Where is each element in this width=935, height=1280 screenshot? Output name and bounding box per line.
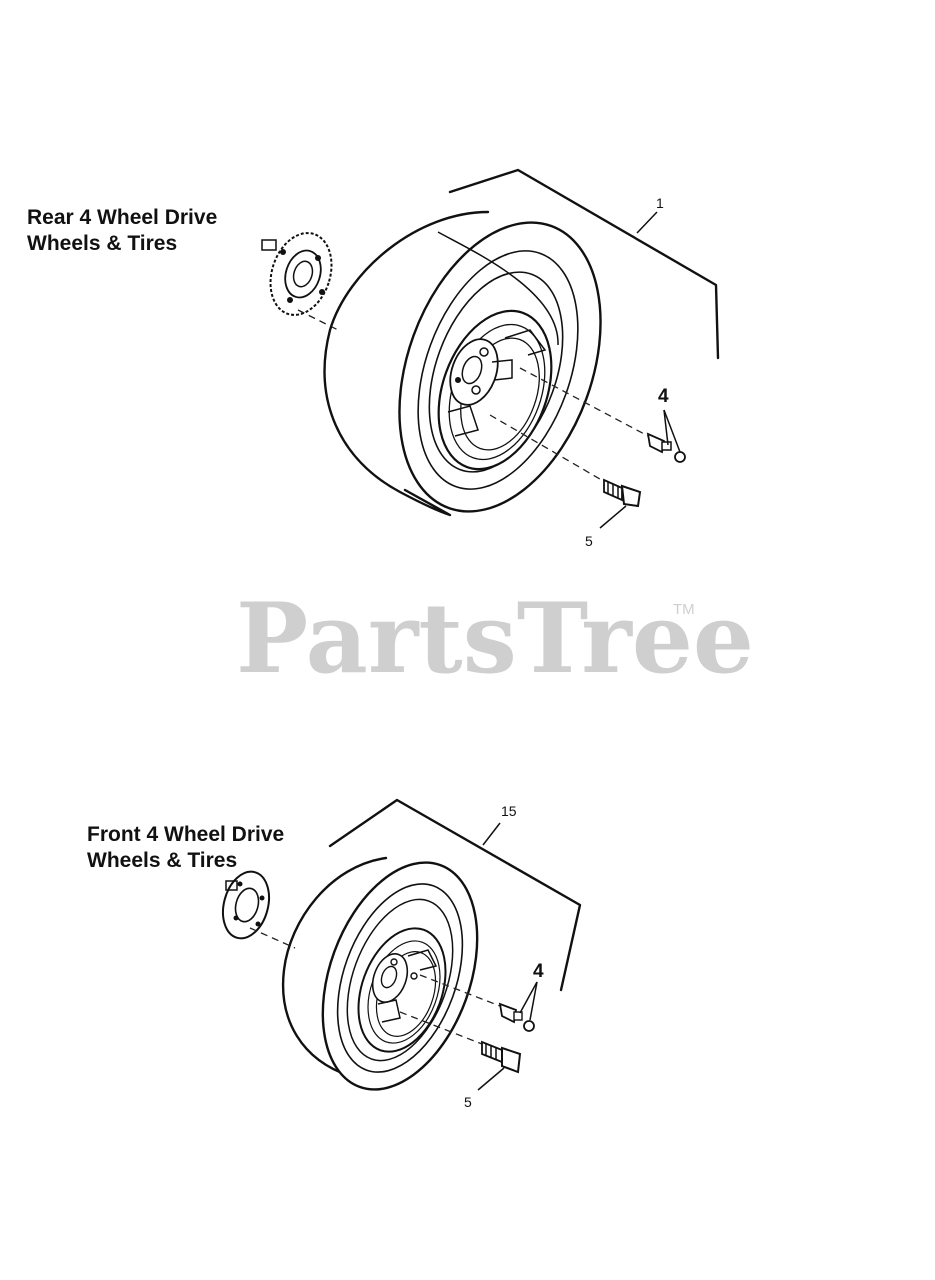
rear-title-line-1: Rear 4 Wheel Drive — [27, 206, 218, 229]
rear-bolt-leader — [599, 505, 627, 529]
rear-lug-bolt — [603, 478, 642, 508]
rear-title-line-2: Wheels & Tires — [27, 232, 178, 255]
rear-section-title: Rear 4 Wheel Drive Wheels & Tires — [27, 205, 217, 257]
front-section-title: Front 4 Wheel Drive Wheels & Tires — [87, 822, 284, 874]
front-title-line-2: Wheels & Tires — [87, 849, 238, 872]
front-assembly-leader — [482, 822, 501, 846]
rear-bolt-axis-line — [489, 414, 606, 483]
watermark-trademark: TM — [673, 601, 695, 618]
front-wheel-assembly: 15 — [221, 798, 582, 1110]
rear-valve-axis-line — [519, 367, 649, 437]
rear-valve-leader-b — [663, 409, 681, 453]
rear-callout-5: 5 — [585, 533, 593, 549]
rear-callout-1: 1 — [656, 195, 664, 211]
front-hub-axis-line — [249, 927, 296, 949]
front-hub — [221, 870, 271, 940]
front-bolt-leader — [477, 1067, 505, 1091]
rear-valve-leader-a — [663, 409, 669, 446]
front-assembly-bracket — [328, 798, 582, 992]
rear-assembly-leader — [636, 211, 658, 234]
rear-callout-4: 4 — [658, 386, 669, 407]
rear-hub — [261, 232, 333, 316]
rear-wheel-assembly: 1 — [261, 168, 720, 549]
front-valve-stem — [498, 1002, 535, 1032]
rear-rim — [437, 309, 553, 471]
front-valve-leader-b — [529, 981, 538, 1021]
front-valve-leader-a — [519, 981, 538, 1014]
partstree-watermark: PartsTree TM — [236, 582, 754, 695]
front-bolt-axis-line — [399, 1011, 483, 1045]
front-callout-5: 5 — [464, 1094, 472, 1110]
front-valve-axis-line — [419, 974, 501, 1007]
rear-valve-stem — [646, 432, 686, 463]
watermark-text: PartsTree — [236, 582, 754, 695]
rear-assembly-bracket — [448, 168, 720, 360]
front-callout-15: 15 — [501, 803, 517, 819]
front-title-line-1: Front 4 Wheel Drive — [87, 823, 285, 846]
front-callout-4: 4 — [533, 961, 544, 982]
front-lug-bolt — [481, 1040, 522, 1074]
